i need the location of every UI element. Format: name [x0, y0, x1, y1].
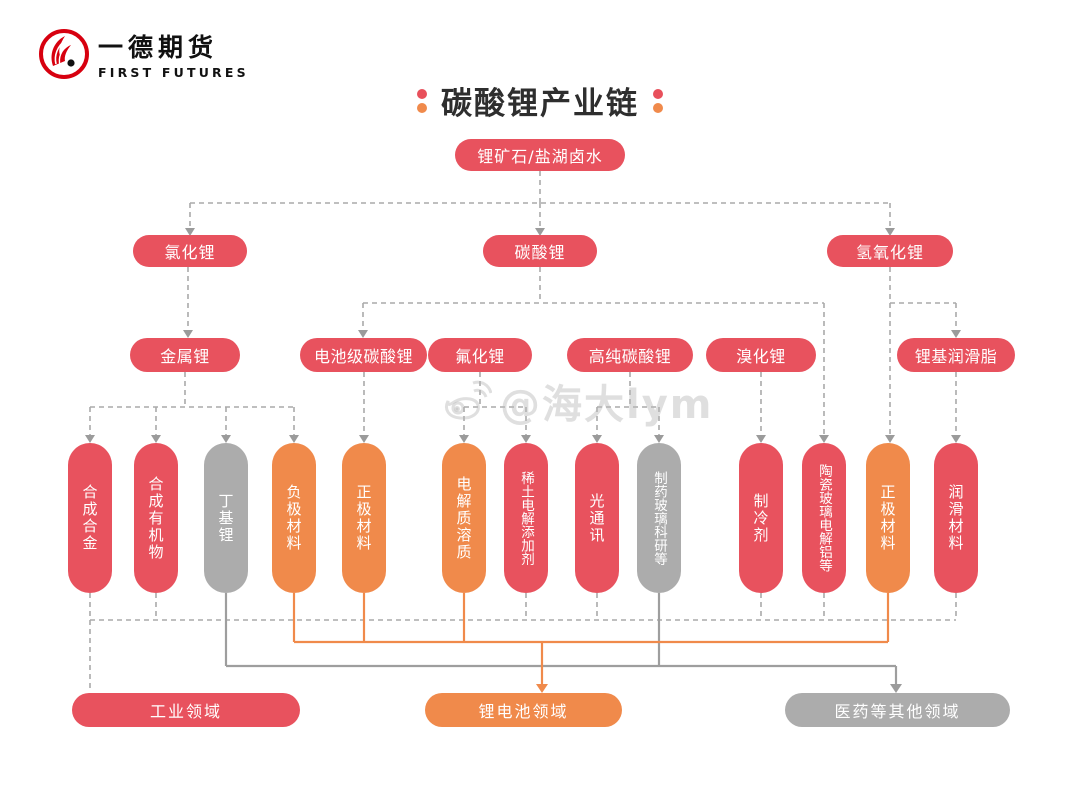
node-electrolyte-solute: 电解质溶质	[442, 443, 486, 593]
node-rare-earth-electrolysis-additive: 稀土电解添加剂	[504, 443, 548, 593]
brand-name-cn: 一德期货	[98, 33, 219, 62]
title-row: 碳酸锂产业链	[0, 78, 1080, 123]
title-dots-left-icon	[417, 88, 427, 113]
node-cathode-material-2: 正极材料	[866, 443, 910, 593]
node-lithium-ore-brine: 锂矿石/盐湖卤水	[455, 139, 625, 171]
first-futures-logo-icon	[39, 29, 89, 79]
node-synthetic-alloy: 合成合金	[68, 443, 112, 593]
node-lithium-hydroxide: 氢氧化锂	[827, 235, 953, 267]
node-pharma-glass-research: 制药玻璃科研等	[637, 443, 681, 593]
node-refrigerant: 制冷剂	[739, 443, 783, 593]
node-optical-communication: 光通讯	[575, 443, 619, 593]
node-butyllithium: 丁基锂	[204, 443, 248, 593]
brand-text: 一德期货 FIRST FUTURES	[98, 34, 249, 80]
node-lithium-fluoride: 氟化锂	[428, 338, 532, 372]
node-battery-grade-lithium-carbonate: 电池级碳酸锂	[300, 338, 427, 372]
node-lubricant-material: 润滑材料	[934, 443, 978, 593]
node-industrial-field: 工业领域	[72, 693, 300, 727]
node-synthetic-organics: 合成有机物	[134, 443, 178, 593]
page-title: 碳酸锂产业链	[441, 86, 639, 122]
node-pharma-other-field: 医药等其他领域	[785, 693, 1010, 727]
node-anode-material: 负极材料	[272, 443, 316, 593]
node-ceramics-glass-electrolytic-aluminum: 陶瓷玻璃电解铝等	[802, 443, 846, 593]
node-cathode-material: 正极材料	[342, 443, 386, 593]
node-lithium-battery-field: 锂电池领域	[425, 693, 622, 727]
node-high-purity-lithium-carbonate: 高纯碳酸锂	[567, 338, 693, 372]
node-lithium-chloride: 氯化锂	[133, 235, 247, 267]
node-metallic-lithium: 金属锂	[130, 338, 240, 372]
node-lithium-grease: 锂基润滑脂	[897, 338, 1015, 372]
node-lithium-carbonate: 碳酸锂	[483, 235, 597, 267]
node-lithium-bromide: 溴化锂	[706, 338, 816, 372]
title-dots-right-icon	[653, 88, 663, 113]
brand-name-en: FIRST FUTURES	[98, 64, 249, 80]
